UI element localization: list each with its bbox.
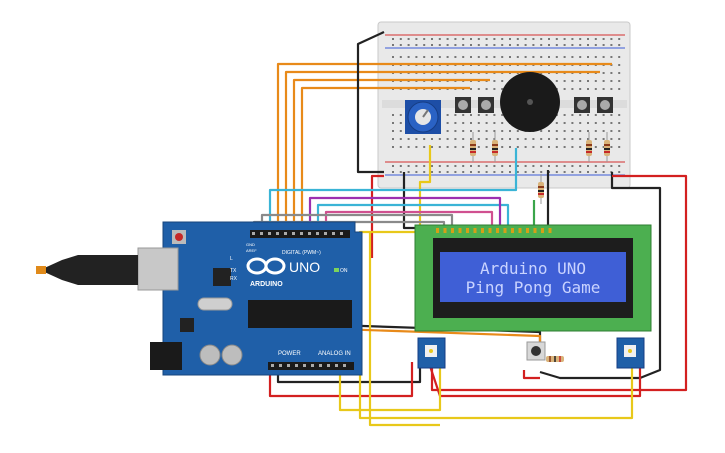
power-jack bbox=[150, 342, 182, 370]
power-label: POWER bbox=[278, 351, 301, 357]
wire-yellow bbox=[338, 362, 442, 412]
wire-orange bbox=[292, 78, 490, 232]
arduino-uno-board: UNO ARDUINO DIGITAL (PWM~) POWER ANALOG … bbox=[36, 221, 363, 376]
sensor-module-icon bbox=[616, 337, 645, 369]
arduino-model: UNO bbox=[289, 259, 320, 275]
digital-label: DIGITAL (PWM~) bbox=[282, 250, 321, 256]
wire-black bbox=[610, 172, 662, 380]
wire-yellow bbox=[358, 145, 634, 420]
wire-orange bbox=[276, 62, 612, 232]
wire-orange bbox=[300, 86, 470, 232]
on-label: ON bbox=[340, 268, 348, 274]
capacitor bbox=[199, 344, 221, 366]
wire-orange bbox=[284, 70, 600, 232]
wire-black bbox=[539, 370, 640, 380]
push-button-icon bbox=[526, 341, 546, 361]
lcd-screen bbox=[440, 252, 626, 302]
analog-label: ANALOG IN bbox=[318, 351, 351, 357]
resistor-icon bbox=[546, 356, 564, 362]
crystal bbox=[197, 297, 233, 311]
tx-label: TX bbox=[230, 268, 237, 274]
wire-red bbox=[370, 174, 384, 258]
rx-label: RX bbox=[230, 276, 238, 282]
l-label: L bbox=[230, 256, 233, 262]
aref-label: AREF bbox=[246, 248, 257, 253]
wire-red bbox=[428, 365, 642, 398]
resistor-icon bbox=[470, 132, 610, 204]
atmega-chip bbox=[248, 300, 352, 328]
usb-connector bbox=[137, 247, 179, 291]
wire-black bbox=[356, 31, 385, 174]
piezo-buzzer-icon bbox=[500, 72, 560, 132]
wire-yellow bbox=[368, 232, 440, 427]
arduino-logo-icon bbox=[246, 257, 286, 275]
sensor-module-icon bbox=[417, 337, 446, 369]
wire-cyan bbox=[316, 203, 510, 232]
wire-red bbox=[522, 370, 540, 380]
gnd-label: GND bbox=[246, 242, 255, 247]
lcd-module: Arduino UNO Ping Pong Game bbox=[414, 224, 652, 332]
lcd-line-2: Ping Pong Game bbox=[466, 278, 601, 297]
wire-cyan bbox=[268, 148, 518, 232]
capacitor bbox=[221, 344, 243, 366]
lcd-line-1: Arduino UNO bbox=[480, 259, 586, 278]
push-button-icon bbox=[455, 97, 613, 113]
potentiometer-icon bbox=[405, 100, 441, 134]
arduino-brand: ARDUINO bbox=[250, 281, 283, 288]
wire-red bbox=[430, 174, 688, 392]
usb-cable-icon bbox=[40, 255, 138, 285]
